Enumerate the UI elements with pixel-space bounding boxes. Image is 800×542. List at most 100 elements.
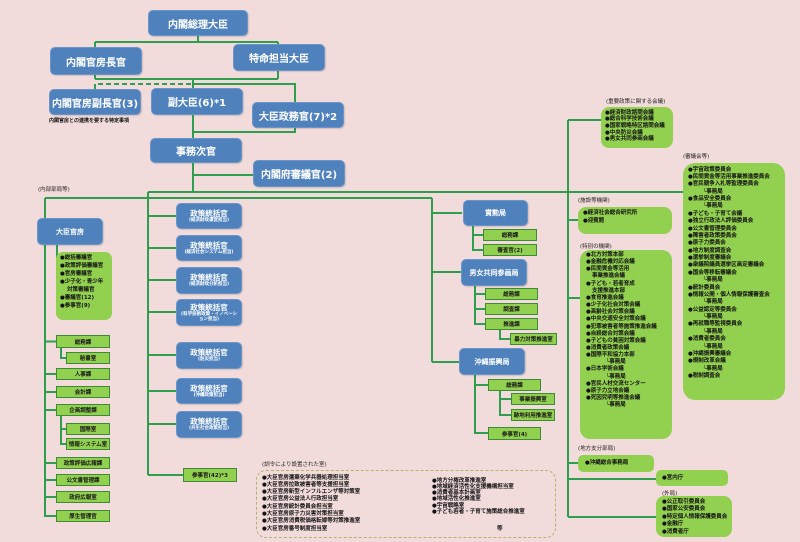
special-organ: ●自殺総合対策会議 [586,330,635,337]
connector-line [472,226,483,251]
secretariat-official: ●総括審議官 [60,254,93,261]
council: ●情報公開・個人情報保護審査会 [688,291,770,298]
gender-equality-bureau-box: 男女共同参画局 [461,259,527,286]
connector-line [60,416,66,445]
kunrei-room: ●宇宙戦略室 [432,502,465,509]
special-organ: ●子ども・若者育成 [586,280,635,287]
external-agencies-panel: ●公正取引委員会●国家公安委員会●特定個人情報保護委員会●金融庁●消費者庁 [656,496,732,537]
council: └事務局 [703,328,723,335]
bureau-sub-unit: 跡地利用推進室 [511,409,555,421]
secretariat-officials-panel: ●総括審議官●政策評価審議官●官房審議官●少子化・青少年対策審議官●審議官(12… [56,252,112,320]
chief-cabinet-secretary-box: 内閣官房長官 [50,47,142,75]
kunrei-rooms-etc: 等 [497,526,503,532]
connector-line [499,391,511,416]
important-policy-councils-panel: ●経済財政諮問会議●総合科学技術会議●国家戦略特区諮問会議●中央防災会議●男女共… [601,107,673,148]
important-policy-council: ●中央防災会議 [605,129,643,136]
facilities-label: (施設等機関) [578,198,610,204]
connector-line [60,348,66,359]
policy-director-title: 政策統括官 [190,273,228,283]
special-organ: ●犯罪被害者等施策推進会議 [586,323,657,330]
policy-director-box: 政策統括官 (経済社会システム担当) [176,235,242,261]
council: └事務局 [703,299,723,306]
special-organ: 事業推進会議 [592,273,626,280]
connector-line [499,330,510,340]
kunrei-rooms-box [256,470,556,538]
external-agency: ●公正取引委員会 [662,498,706,505]
secretariat-official: ●少子化・青少年 [60,278,104,285]
vice-minister-box: 事務次官 [150,138,242,163]
council: ●規制改革会議 [688,358,726,365]
council: ●障害者政策委員会 [688,232,737,239]
special-organ: ●中央交通安全対策会議 [586,316,646,323]
local-branch-label: (地方支分部局) [578,446,616,452]
special-organ: ●原子力立地会議 [586,387,630,394]
policy-director-title: 政策統括官 [190,417,228,427]
special-organ: ●国際平和協力本部 [586,352,635,359]
division-accounting: 会計課 [56,386,110,398]
council: └事務局 [703,203,723,210]
councils-label: (審議会等) [683,154,710,160]
special-organ: ●消費者政策会議 [586,344,630,351]
council: ●宇宙政策委員会 [688,166,732,173]
policy-director-title: 政策統括官 [190,383,228,393]
bureau-unit: 総務課 [485,288,538,300]
councils-panel: ●宇宙政策委員会●民間資金等活用事業推進委員会●官民競争入札等監理委員会└事務局… [683,163,785,400]
special-organ: └事務局 [606,359,626,366]
special-organs-panel: ●北方対策本部●金融危機対応会議●民間資金等活用事業推進会議●子ども・若者育成支… [580,250,672,439]
special-organ: ●日本学術会議 [586,366,624,373]
external-agency: ●特定個人情報保護委員会 [662,513,728,520]
connector-line [193,128,296,133]
special-organs-label: (特別の機関) [580,244,612,250]
policy-director-title: 政策統括官 [190,208,228,218]
policy-director-box: 政策統括官 (科学技術政策・イノベーション担当) [176,299,242,326]
division-policy-evaluation-pr: 政策評価広報課 [56,457,110,469]
special-organ: ●食育推進会議 [586,294,624,301]
council: └事務局 [703,365,723,372]
special-organ: ●官民人材交流センター [586,380,646,387]
division-planning: 企画調整課 [56,404,110,416]
policy-director-box: 政策統括官 (経済財政分析担当) [176,267,242,294]
council: ●独立行政法人評価委員会 [688,218,754,225]
kunrei-room: ●大臣官房統計委員会担当室 [262,503,333,510]
division-international: 国際室 [66,423,110,435]
kunrei-room: ●地方分権改革推進室 [432,477,487,484]
policy-director-box: 政策統括官 (経済財政運営担当) [176,203,242,229]
kunrei-rooms-left-list: ●大臣官房遺棄化学兵器処理担当室●大臣官房拉致被害者等支援担当室●大臣官房新型イ… [262,474,430,536]
division-government-pr: 政府広報室 [56,491,110,503]
deputy-vice-minister-box: 内閣府審議官(2) [253,160,345,187]
connector-line [474,375,488,434]
kunrei-room: ●地域活性化推進室 [432,496,481,503]
secretariat-official: ●政策評価審議官 [60,262,104,269]
kunrei-room: ●大臣官房遺棄化学兵器処理担当室 [262,474,350,481]
external-agency: ●金融庁 [662,521,684,527]
policy-director-scope: (防災担当) [197,357,221,363]
kunrei-room: ●子ども若者・子育て施策総合推進室 [432,509,525,515]
policy-director-scope: (共生社会政策担当) [188,426,230,432]
special-organ: ●金融危機対応会議 [586,259,635,266]
bureau-sub-unit: 事業振興室 [511,393,555,405]
policy-director-title: 政策統括官 [190,348,228,358]
senior-vice-minister-box: 副大臣(6)*1 [151,88,243,115]
council: ●選挙制度審議会 [688,255,732,262]
important-policy-label: (重要政策に関する会議) [606,99,666,105]
division-information-systems: 情報システム室 [66,438,110,450]
facility: ●迎賓館 [583,218,605,225]
secretariat-official: ●参事官(9) [60,303,91,310]
bureau-unit: 総務課 [488,379,541,391]
facility: ●経済社会総合研究所 [583,209,638,216]
special-organ: ●少子化社会対策会議 [586,302,641,309]
special-organ: ●北方対策本部 [586,252,624,258]
bureau-unit: 推進課 [485,318,538,330]
local-branch: ●沖縄総合事務局 [585,459,629,466]
prime-minister-box: 内閣総理大臣 [148,10,248,36]
council: ●食品安全委員会 [688,196,732,203]
division-general-affairs: 総務課 [56,335,110,348]
internal-bureaus-label: (内部部局等) [38,187,70,193]
minister-special-missions-box: 特命担当大臣 [233,44,325,71]
council: ●公文書管理委員会 [688,225,737,232]
secretariat-box: 大臣官房 [37,218,103,245]
imperial-household-agency: ●宮内庁 [662,474,684,481]
secretariat-official: 対策審議官 [67,286,95,293]
special-organ: └事務局 [606,373,626,380]
council: ●民間資金等活用事業推進委員会 [688,173,770,180]
